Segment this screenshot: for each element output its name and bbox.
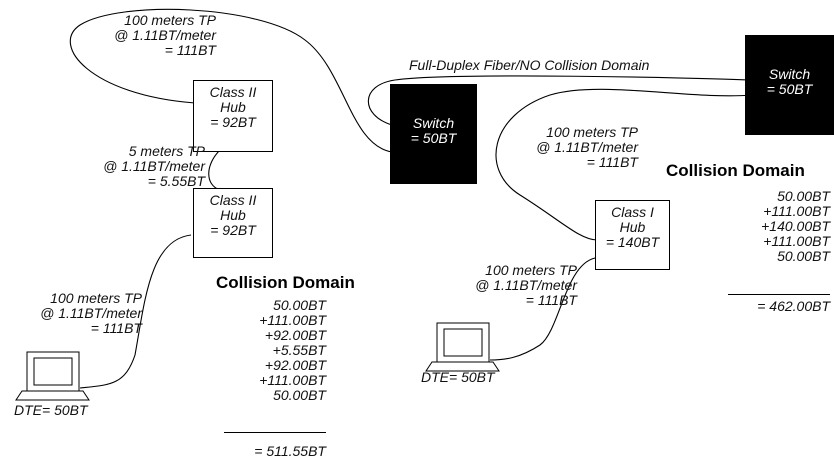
collision-domain-sum-left: 50.00BT +111.00BT +92.00BT +5.55BT +92.0… xyxy=(259,297,326,403)
cable-label-switch-to-hub: 100 meters TP @ 1.11BT/meter = 111BT xyxy=(536,124,638,170)
dte-label-left: DTE= 50BT xyxy=(14,402,88,418)
fiber-link xyxy=(367,75,751,126)
switch-right: Switch = 50BT xyxy=(745,35,834,135)
collision-domain-heading-left: Collision Domain xyxy=(216,273,355,292)
tp-cable-hub-to-switch xyxy=(69,8,393,153)
sum-rule-right xyxy=(728,294,830,295)
cable-label-dte-right: 100 meters TP @ 1.11BT/meter = 111BT xyxy=(475,262,577,308)
collision-domain-total-left: = 511.55BT xyxy=(254,443,326,459)
cable-label-hub-to-hub: 5 meters TP @ 1.11BT/meter = 5.55BT xyxy=(103,143,205,189)
cable-label-top-left: 100 meters TP @ 1.11BT/meter = 111BT xyxy=(114,12,216,58)
tp-cable-hub-to-dte-right xyxy=(489,257,596,361)
class-i-hub: Class I Hub = 140BT xyxy=(595,200,670,270)
switch-middle: Switch = 50BT xyxy=(390,84,477,184)
class-ii-hub-lower: Class II Hub = 92BT xyxy=(193,188,273,258)
sum-rule-left xyxy=(224,432,326,433)
collision-domain-sum-right: 50.00BT +111.00BT +140.00BT +111.00BT 50… xyxy=(761,188,830,264)
tp-cable-switch-to-hub xyxy=(495,88,753,241)
dte-label-right: DTE= 50BT xyxy=(421,369,495,385)
class-ii-hub-upper: Class II Hub = 92BT xyxy=(193,80,273,152)
tp-cable-hub-to-dte-left xyxy=(79,234,192,389)
fiber-link-label: Full-Duplex Fiber/NO Collision Domain xyxy=(409,57,650,73)
collision-domain-total-right: = 462.00BT xyxy=(757,298,830,314)
collision-domain-heading-right: Collision Domain xyxy=(666,161,805,180)
cable-label-dte-left: 100 meters TP @ 1.11BT/meter = 111BT xyxy=(40,290,142,336)
